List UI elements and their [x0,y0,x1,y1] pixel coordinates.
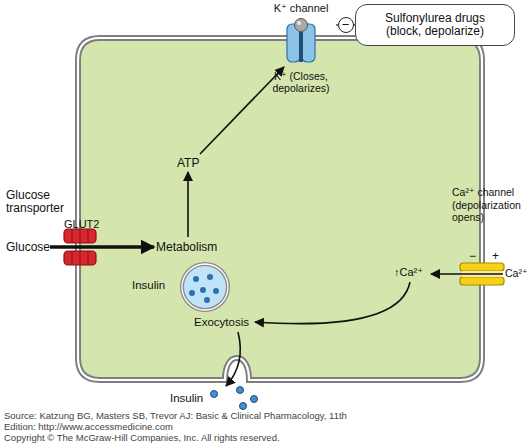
secretion-arrow [226,332,240,386]
cell-membrane-inner [78,38,482,380]
insulin-granule [237,387,244,394]
insulin-granule [200,287,206,293]
calcium-channel-symbol [460,263,504,271]
transporter-segment [72,251,73,265]
transporter-segment [72,229,73,243]
glucose-transporter: Glucose transporterGLUT2 [4,188,104,268]
insulin-granule [251,396,258,403]
flow-arrow [200,67,284,154]
copyright-note: Copyright © The McGraw-Hill Companies, I… [4,432,280,443]
inhibition-sign: − [338,17,354,33]
glucose-arrow [50,245,154,249]
ion-label: Ca²⁺ [505,267,527,279]
transporter-name: GLUT2 [64,218,104,230]
insulin-granule [207,274,213,280]
molecule-label: ATP [177,156,199,170]
transporter-symbol [64,229,96,243]
drug-box: Sulfonylurea drugs (block, depolarize) [355,4,515,46]
insulin-granule [189,290,195,296]
ion-label: ↑Ca²⁺ [394,266,423,279]
transporter-segment [88,229,89,243]
flow-arrow [187,172,189,237]
channel-pore [299,32,303,62]
channel-state: K⁺ (Closes, depolarizes) [266,70,336,94]
vesicle-membrane [182,264,228,310]
transporter-segment [80,251,81,265]
process-label: Exocytosis [194,316,249,329]
insulin-granule [240,403,247,410]
insulin-granule [204,297,210,303]
channel-gate-ball [295,19,308,32]
hormone-label: Insulin [170,392,203,405]
transporter-label: Glucose transporter [6,189,78,215]
channel-label: K⁺ channel [266,2,336,14]
potassium-channel: K⁺ channel K⁺ (Closes, depolarizes) [266,2,336,102]
source-note: Source: Katzung BG, Masters SB, Trevor A… [4,410,362,432]
insulin-vesicle: Insulin [130,262,230,312]
transporter-segment [80,229,81,243]
calcium-channel-symbol [460,277,504,285]
calcium-influx-arrow [431,273,503,275]
drug-label: Sulfonylurea drugs (block, depolarize) [373,12,497,38]
vesicle-symbol [182,264,228,310]
polarity-sign: − [469,249,476,263]
substrate-label: Glucose [6,240,50,254]
transporter-symbol [64,251,96,265]
process-label: Metabolism [156,240,217,254]
flow-arrow [255,282,410,324]
insulin-granule [193,276,199,282]
polarity-sign: + [492,249,499,263]
vesicle-label: Insulin [132,279,180,292]
transporter-segment [88,251,89,265]
ball-highlight [297,21,301,25]
cell-membrane [78,38,482,380]
insulin-granule [211,391,218,398]
channel-label: Ca²⁺ channel (depolarization opens) [452,186,527,224]
insulin-granule [213,288,219,294]
